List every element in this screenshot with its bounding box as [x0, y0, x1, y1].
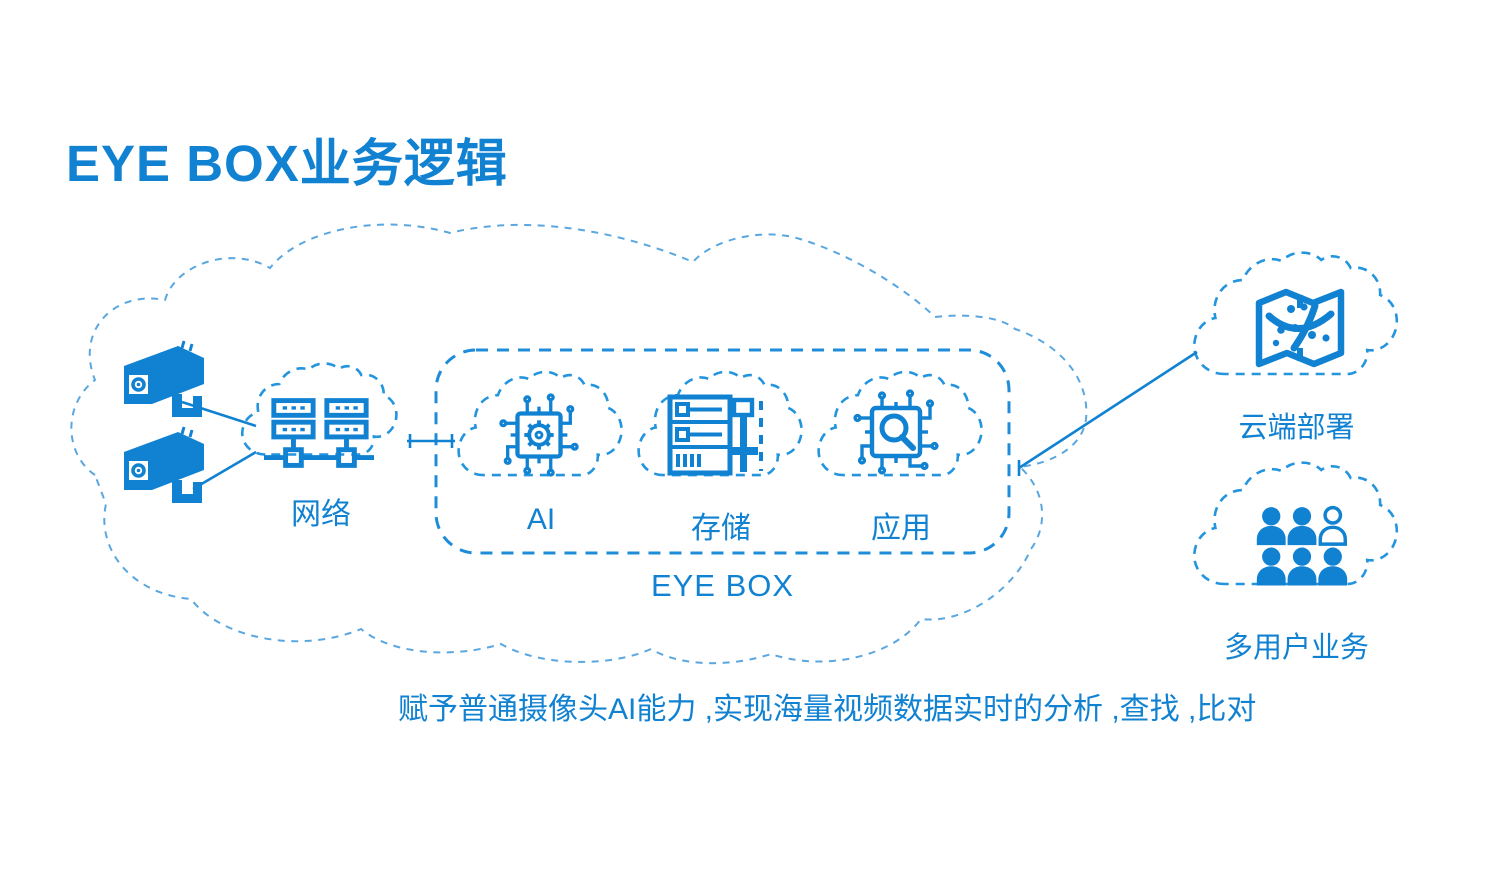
magnifier-icon: [879, 413, 916, 451]
module-label-storage: 存储: [691, 512, 751, 545]
big-cloud-outline: [70, 223, 1088, 665]
cloud-deploy-outline: [1194, 253, 1397, 374]
network-servers-icon: [264, 398, 374, 468]
eyebox-container-outline: [434, 348, 1011, 555]
page-title: EYE BOX业务逻辑: [66, 135, 508, 192]
network-cloud-outline: [242, 363, 396, 454]
storage-icon: [667, 394, 763, 476]
camera-lens: [131, 463, 146, 478]
connector-camera2-network: [192, 450, 257, 491]
map-icon: [1255, 288, 1345, 368]
multi-user-cloud-outline: [1194, 463, 1397, 584]
camera-icon: [124, 426, 204, 503]
user-outline-icon: [1318, 505, 1347, 546]
connector-cloud-deploy: [1018, 350, 1198, 470]
description-text: 赋予普通摄像头AI能力 ,实现海量视频数据实时的分析 ,查找 ,比对: [398, 693, 1257, 726]
module-cloud-outline-ai: [459, 372, 622, 475]
multi-user-label: 多用户业务: [1223, 632, 1369, 664]
network-label: 网络: [291, 498, 351, 531]
robot-arm-head: [731, 397, 755, 418]
cloud-deploy-label: 云端部署: [1238, 412, 1355, 444]
module-cloud-outline-app: [819, 372, 982, 475]
module-label-ai: AI: [526, 503, 556, 536]
eyebox-label: EYE BOX: [650, 568, 795, 603]
users-icon: [1256, 505, 1348, 586]
gear-icon: [524, 420, 554, 450]
ai-chip-icon: [499, 393, 579, 477]
module-cloud-outline-storage: [639, 372, 802, 475]
connector-lines: [181, 350, 1198, 491]
application-search-icon: [853, 389, 939, 475]
camera-icon: [124, 340, 204, 417]
camera-lens: [131, 377, 146, 392]
module-label-app: 应用: [871, 512, 931, 545]
